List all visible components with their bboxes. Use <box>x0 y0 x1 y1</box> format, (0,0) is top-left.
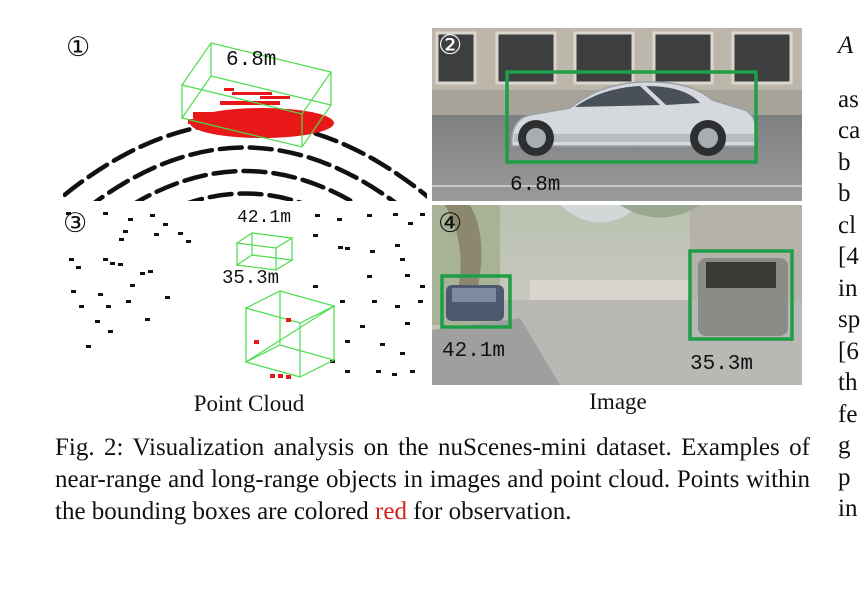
side-line: [4 <box>838 243 859 270</box>
adjacent-column-text: A as ca b b cl [4 in sp [6 th fe g p in <box>838 30 860 525</box>
side-column-heading: A <box>838 32 854 59</box>
panel-1-point-cloud <box>63 42 427 201</box>
side-line: ca <box>838 117 860 144</box>
sparse-points <box>66 212 425 376</box>
figure-caption: Fig. 2: Visualization analysis on the nu… <box>55 432 810 528</box>
side-line: g <box>838 432 851 459</box>
side-line: cl <box>838 211 857 239</box>
panel-4-image <box>432 205 802 385</box>
car-silhouette <box>511 81 758 156</box>
bbox-3d-near <box>181 42 332 148</box>
bbox-2d-near <box>505 70 758 164</box>
far-car <box>446 285 504 321</box>
panel-3-number: ③ <box>63 208 87 239</box>
side-line: b <box>838 180 851 207</box>
side-line: as <box>838 85 859 113</box>
in-box-points <box>188 88 334 138</box>
panel-4-number: ④ <box>438 208 462 239</box>
caption-highlight-red: red <box>375 498 407 525</box>
panel-4-distance-far: 42.1m <box>442 340 505 363</box>
panel-3-distance-far: 42.1m <box>237 208 291 228</box>
panel-4-distance-mid: 35.3m <box>690 353 753 376</box>
panel-2-number: ② <box>438 30 462 61</box>
panel-3-point-cloud <box>66 212 425 379</box>
panel-2-image <box>432 28 802 201</box>
panel-1-distance-label: 6.8m <box>226 49 276 72</box>
side-line: fe <box>838 400 858 428</box>
panel-1-number: ① <box>66 32 90 63</box>
bbox-3d-far <box>235 232 294 271</box>
bbox-2d-mid <box>688 249 794 341</box>
caption-suffix: for observation. <box>406 498 572 525</box>
side-line: b <box>838 148 851 176</box>
image-column-label: Image <box>589 389 646 414</box>
side-line: in <box>838 495 858 522</box>
side-line: th <box>838 369 858 396</box>
side-line: in <box>838 274 858 302</box>
side-line: sp <box>838 306 860 333</box>
panel-3-distance-mid: 35.3m <box>222 267 279 289</box>
caption-prefix: Fig. 2: Visualization analysis on the nu… <box>55 434 810 525</box>
bbox-3d-mid <box>244 290 336 378</box>
bbox-2d-far <box>440 274 512 329</box>
side-line: p <box>838 463 851 491</box>
in-box-points-far <box>254 318 291 379</box>
point-cloud-column-label: Point Cloud <box>194 391 305 416</box>
panel-2-distance-label: 6.8m <box>510 174 560 197</box>
near-car <box>698 258 788 336</box>
side-line: [6 <box>838 337 859 365</box>
